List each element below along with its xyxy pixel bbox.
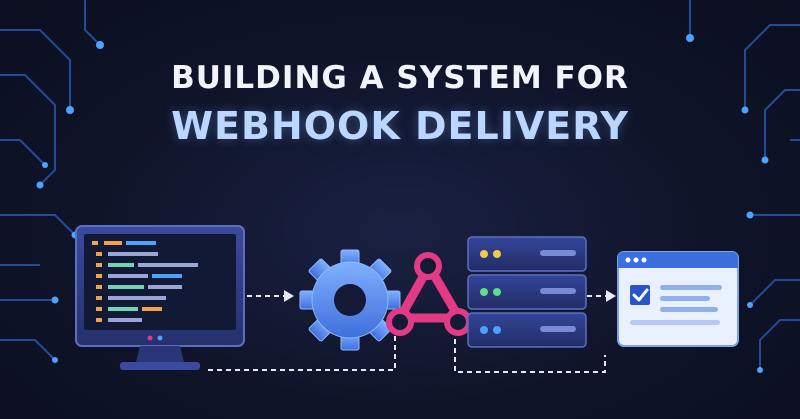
computer-monitor-icon — [75, 225, 245, 370]
circuit-nodes-left — [36, 41, 104, 363]
webhook-nodes — [386, 252, 472, 336]
browser-window-check-icon — [617, 251, 739, 347]
code-lines — [92, 241, 198, 322]
circuit-traces-right — [689, 0, 800, 370]
title-line-2: WEBHOOK DELIVERY — [171, 104, 629, 148]
flow-arrowheads — [284, 290, 616, 302]
circuit-traces-left — [0, 0, 101, 361]
server-stack-icon — [467, 236, 587, 348]
gear-icon — [299, 249, 401, 351]
title-block: BUILDING A SYSTEM FOR WEBHOOK DELIVERY — [0, 58, 800, 152]
title-line-1: BUILDING A SYSTEM FOR — [171, 60, 629, 96]
circuit-nodes-right — [686, 34, 769, 373]
